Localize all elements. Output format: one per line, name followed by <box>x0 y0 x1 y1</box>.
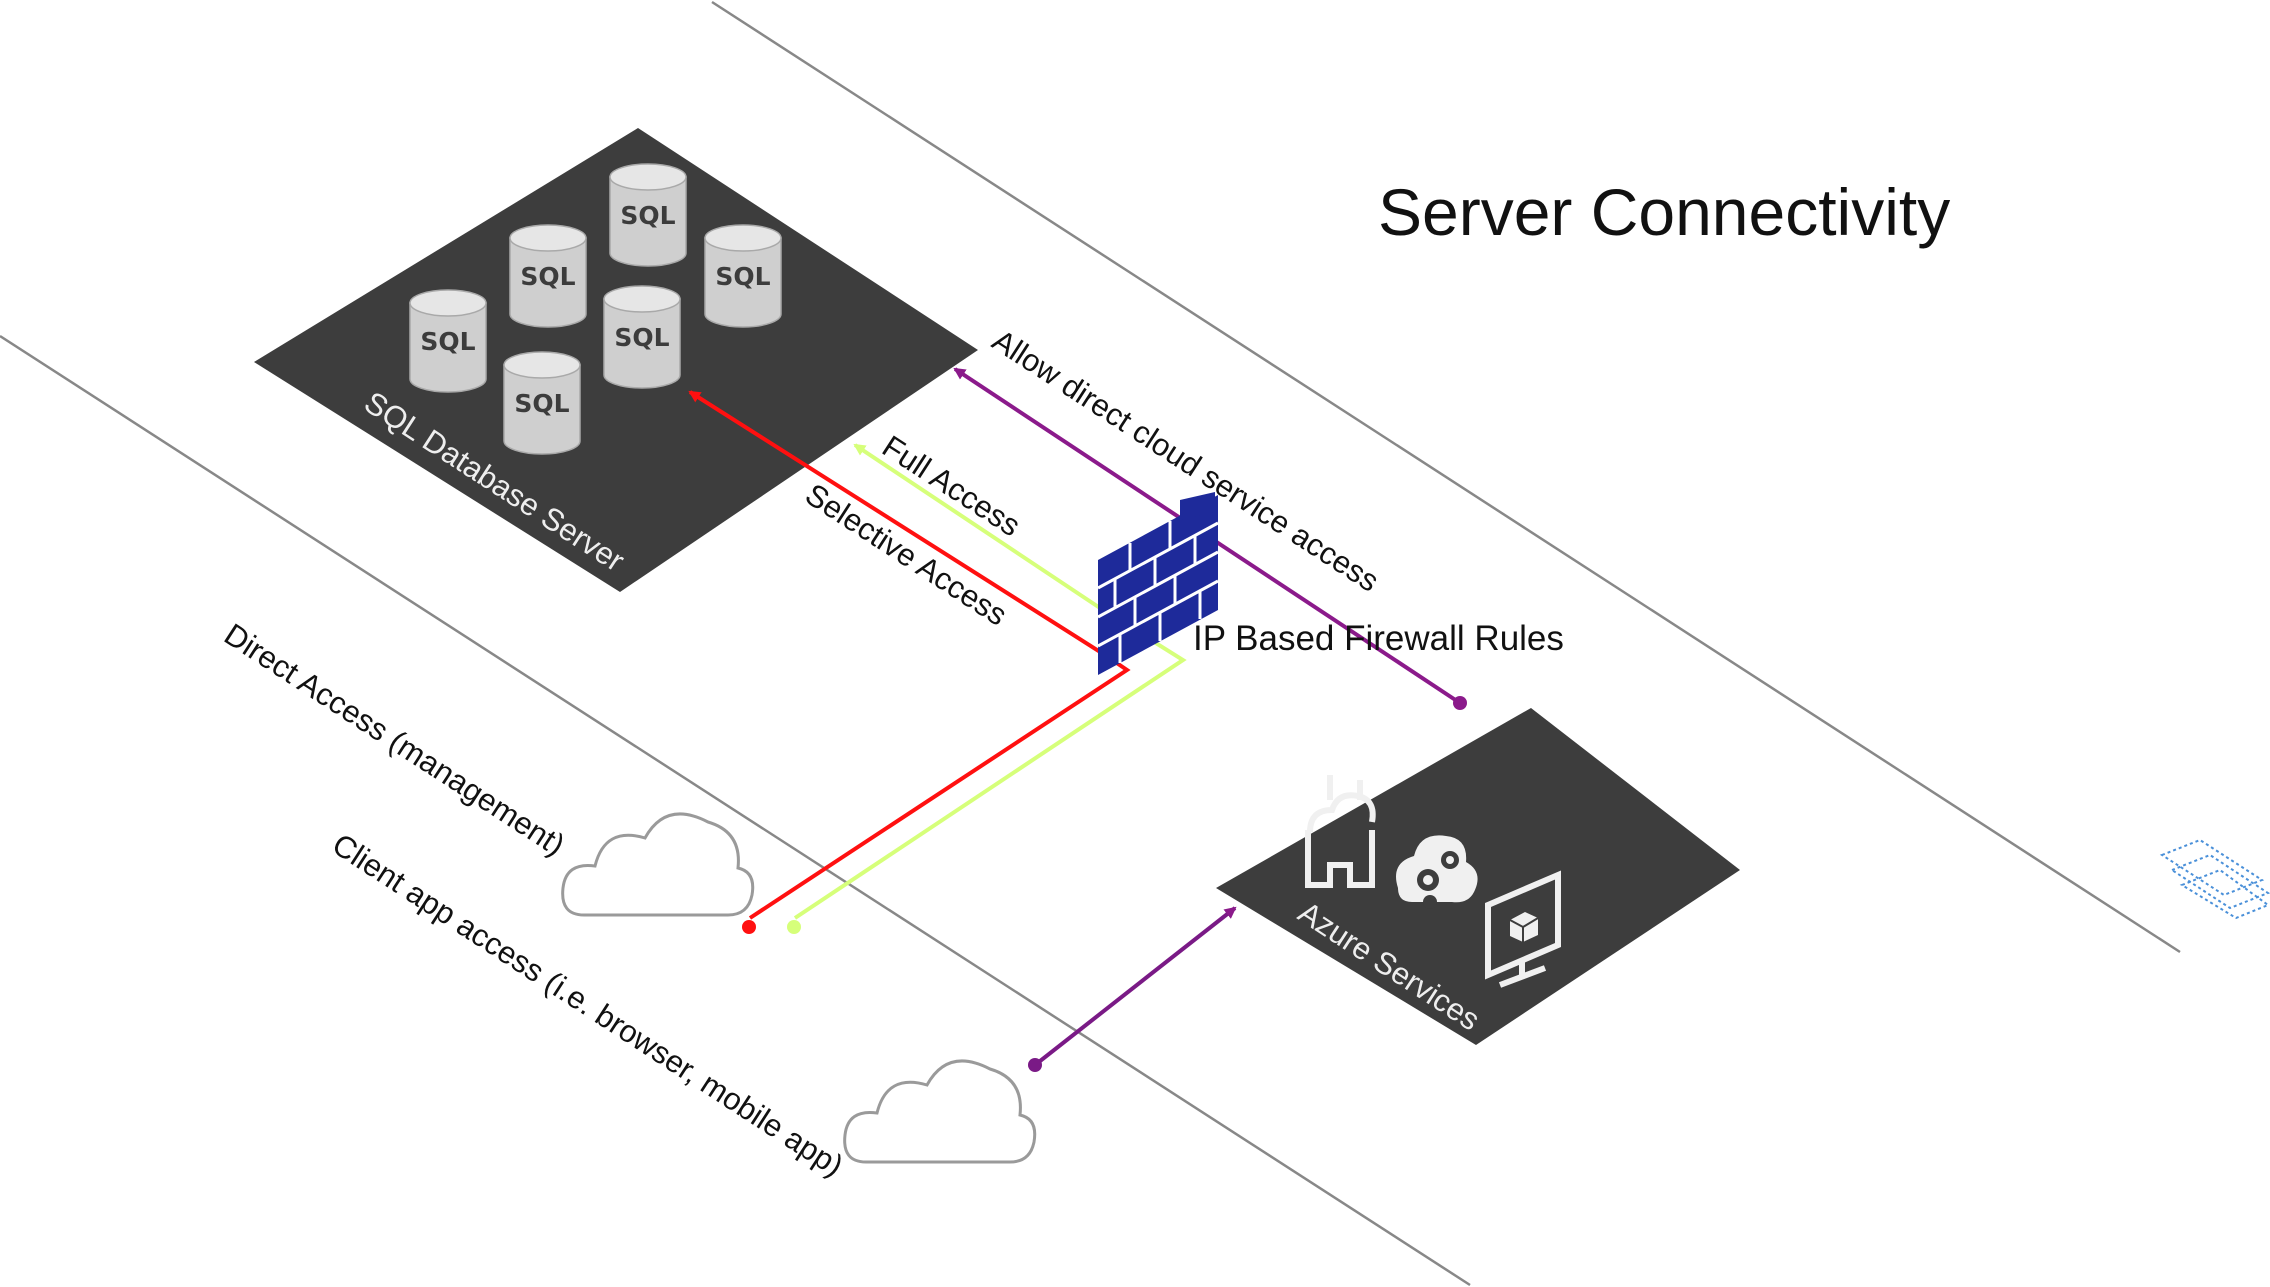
sql-database-icon: SQL <box>603 285 681 389</box>
sql-database-icon: SQL <box>609 163 687 267</box>
svg-text:SQL: SQL <box>614 323 669 352</box>
svg-text:SQL: SQL <box>514 389 569 418</box>
zone-boundaries <box>0 0 2181 1287</box>
cloud-service-endpoint <box>1453 696 1467 710</box>
direct-access-zone-label: Direct Access (management) <box>218 617 571 863</box>
azure-platform-surface <box>1216 708 1740 1045</box>
firewall-label: IP Based Firewall Rules <box>1193 619 1564 658</box>
svg-text:SQL: SQL <box>520 262 575 291</box>
svg-text:SQL: SQL <box>715 262 770 291</box>
cloud-app-icon <box>1305 775 1376 888</box>
client-app-endpoint <box>1028 1058 1042 1072</box>
monitor-box-icon <box>1485 870 1561 988</box>
azure-services-platform: Azure Services <box>1216 708 1740 1045</box>
cloud-icon <box>561 812 755 917</box>
selective-access-endpoint <box>742 920 756 934</box>
diagram-title: Server Connectivity <box>1378 175 1950 249</box>
cloud-icon <box>843 1059 1037 1164</box>
svg-text:SQL: SQL <box>420 327 475 356</box>
sql-database-icon: SQL <box>409 289 487 393</box>
sql-database-icon: SQL <box>509 224 587 328</box>
sql-database-icon: SQL <box>704 224 782 328</box>
sql-database-icon: SQL <box>503 351 581 455</box>
full-access-endpoint <box>787 920 801 934</box>
stacked-layers-icon <box>2159 838 2270 920</box>
gears-cloud-icon <box>1396 835 1478 909</box>
zone-line-top <box>711 0 2181 954</box>
client-app-connection <box>1033 906 1237 1067</box>
firewall-icon <box>1097 492 1219 675</box>
zone-line-middle <box>0 334 1471 1287</box>
svg-text:SQL: SQL <box>620 201 675 230</box>
